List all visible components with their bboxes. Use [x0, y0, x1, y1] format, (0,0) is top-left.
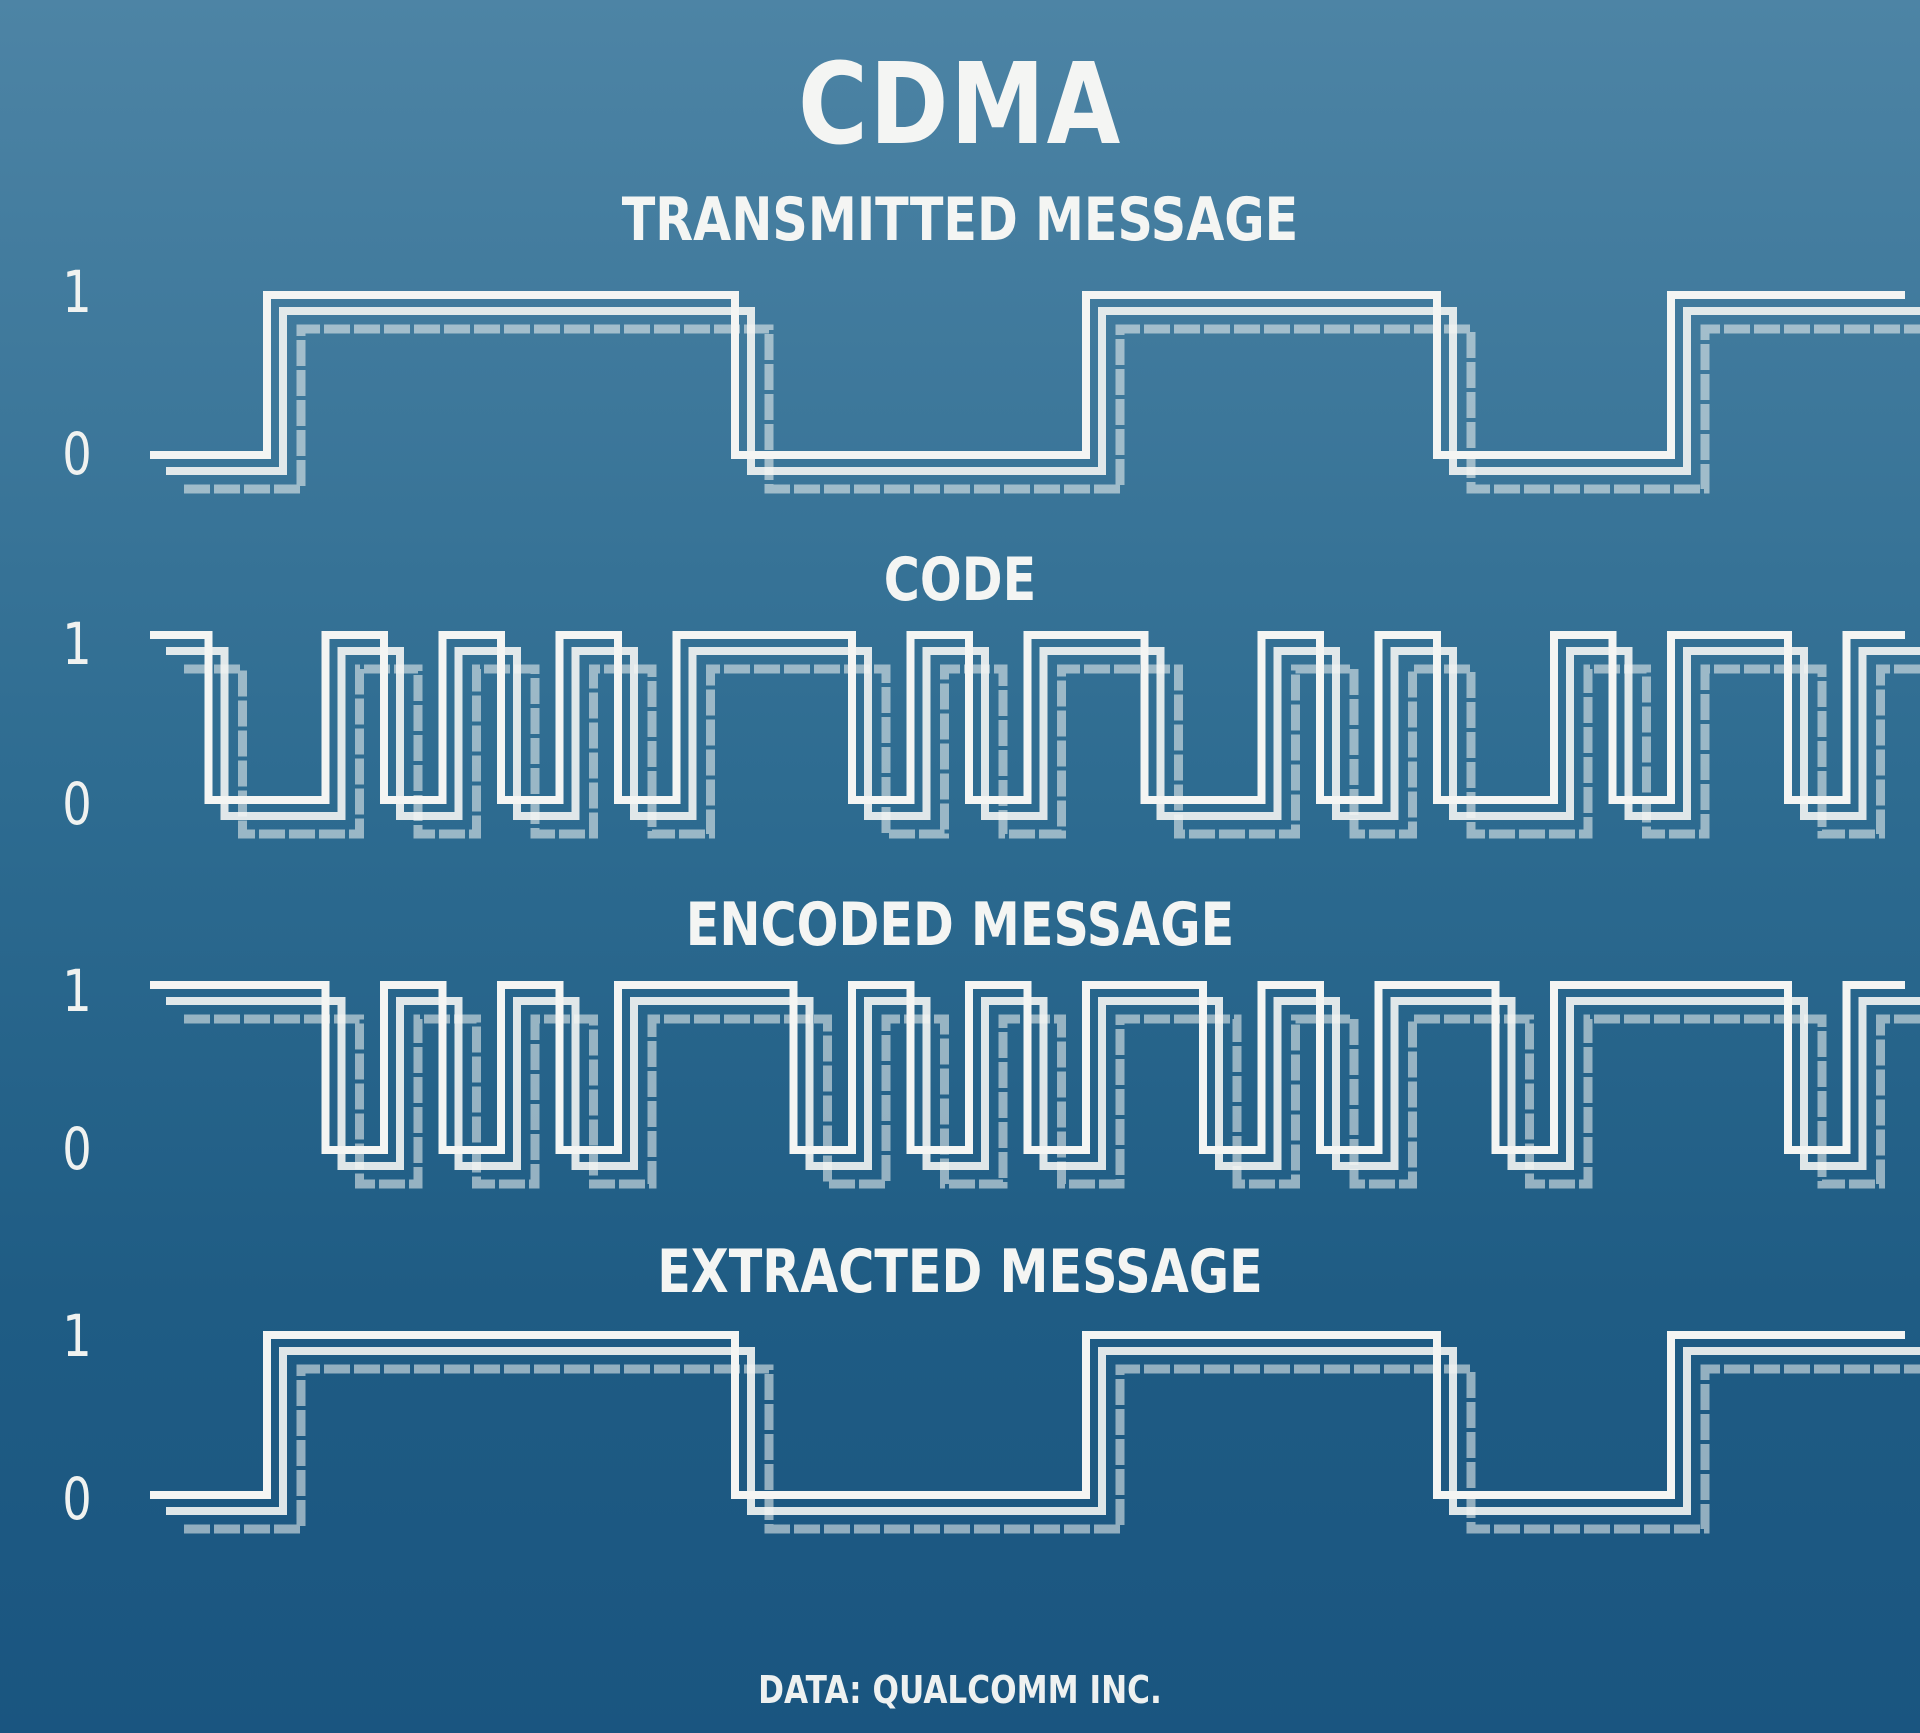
encoded-waveform [150, 981, 1920, 1189]
transmitted-waveform [150, 291, 1920, 494]
extracted-level-1: 1 [62, 1302, 92, 1370]
extracted-waveform [150, 1331, 1920, 1534]
code-waveform [150, 631, 1920, 839]
encoded-message-title: ENCODED MESSAGE [685, 890, 1235, 960]
code-title: CODE [883, 545, 1037, 615]
code-outer-trace [166, 647, 1920, 820]
code-level-0: 0 [62, 770, 92, 838]
transmitted-main-trace [150, 291, 1905, 459]
extracted-main-trace [150, 1331, 1905, 1499]
encoded-level-1: 1 [62, 957, 92, 1025]
transmitted-shadow-trace [184, 324, 1920, 494]
transmitted-outer-trace [166, 307, 1920, 475]
code-main-trace [150, 631, 1905, 804]
encoded-outer-trace [166, 997, 1920, 1170]
data-source: DATA: QUALCOMM INC. [758, 1668, 1162, 1712]
code-shadow-trace [184, 664, 1920, 839]
diagram-title: CDMA [797, 40, 1123, 170]
extracted-level-0: 0 [62, 1465, 92, 1533]
encoded-level-0: 0 [62, 1115, 92, 1183]
encoded-main-trace [150, 981, 1905, 1154]
code-level-1: 1 [62, 610, 92, 678]
transmitted-level-0: 0 [62, 420, 92, 488]
extracted-shadow-trace [184, 1364, 1920, 1534]
extracted-outer-trace [166, 1347, 1920, 1515]
transmitted-level-1: 1 [62, 258, 92, 326]
encoded-shadow-trace [184, 1014, 1920, 1189]
extracted-message-title: EXTRACTED MESSAGE [657, 1237, 1263, 1307]
transmitted-message-title: TRANSMITTED MESSAGE [621, 185, 1299, 255]
